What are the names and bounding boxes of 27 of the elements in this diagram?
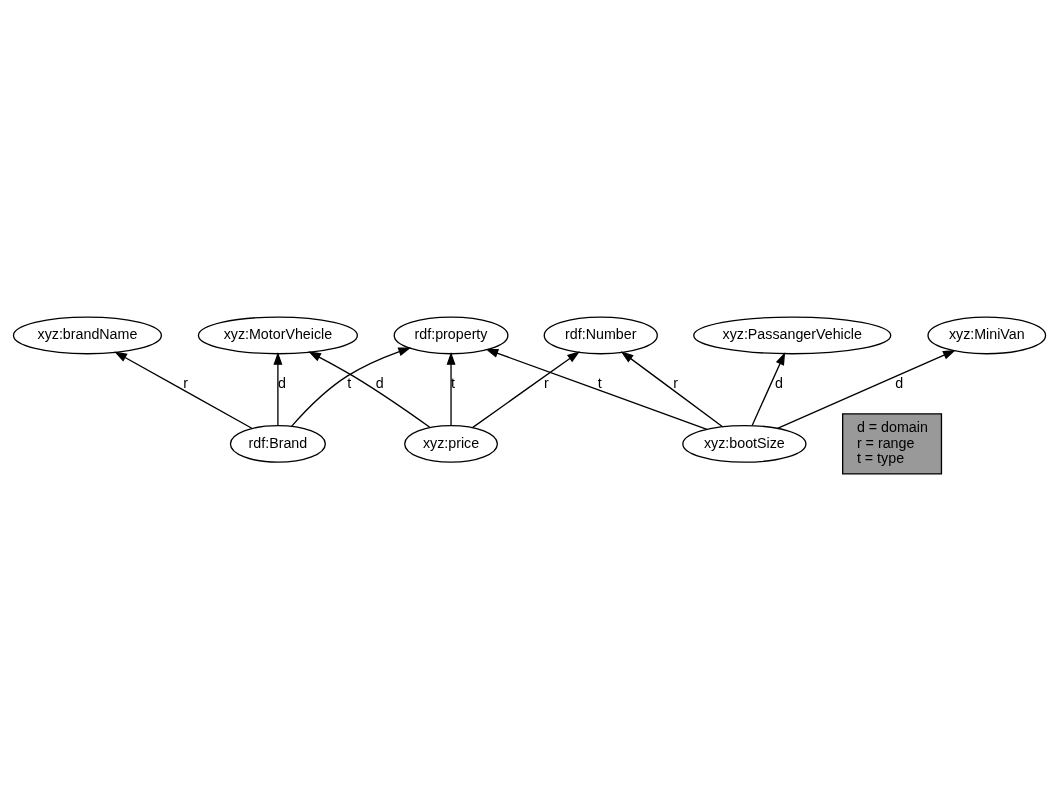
node-ellipse: xyz:MotorVheicle [197,315,358,354]
arrow [471,350,580,428]
arrow [308,350,431,428]
node-ellipse: xyz:bootSize [682,424,807,463]
node-ellipse: xyz:brandName [12,315,163,354]
node-ellipse: xyz:PassangerVehicle [693,315,892,354]
arrow [776,349,956,429]
node-ellipse: xyz:MiniVan [927,315,1047,354]
edge-label: r [543,374,549,391]
arrow [291,346,412,427]
node-ellipse: xyz:price [404,424,499,463]
edge-label: d [775,374,783,391]
edge-label: t [597,374,602,391]
node-ellipse: rdf:Number [543,315,658,354]
arrow [446,351,456,426]
edge-label: d [895,374,904,391]
arrow [751,351,786,426]
arrow [620,350,724,427]
arrow [114,350,253,429]
edge-label: t [347,374,352,391]
edge-label: r [673,374,678,391]
node-ellipse: rdf:Brand [229,424,326,463]
edge-label: d [375,374,384,391]
edge-label: t [451,374,456,391]
edge-label: r [183,374,189,391]
arrow [485,348,708,430]
node-box: d = domain r = range t = type [842,412,943,475]
